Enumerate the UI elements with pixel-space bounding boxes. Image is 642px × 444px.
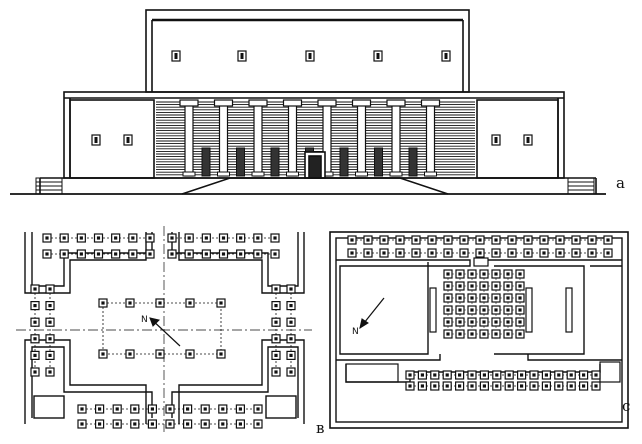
right-wing xyxy=(476,99,559,179)
column-capital xyxy=(213,99,234,107)
entrance-ramp xyxy=(181,177,449,195)
column xyxy=(184,103,194,177)
column-capital xyxy=(386,99,406,107)
window xyxy=(91,134,101,146)
interior-pier xyxy=(270,147,280,177)
pillar-slot xyxy=(565,287,573,333)
corner-room xyxy=(33,395,65,419)
view-label-a: a xyxy=(616,174,625,192)
pillar-slot xyxy=(525,287,533,333)
north-letter: N xyxy=(352,327,359,337)
north-arrow: N xyxy=(352,297,385,337)
corner-room xyxy=(599,361,621,383)
column-plinth xyxy=(389,171,403,177)
window xyxy=(123,134,133,146)
column-capital xyxy=(420,99,441,107)
column-plinth xyxy=(424,171,437,177)
column-capital xyxy=(351,99,372,107)
column xyxy=(425,103,436,177)
wall xyxy=(336,259,471,355)
wall xyxy=(178,232,305,294)
window xyxy=(523,134,533,146)
column xyxy=(287,103,298,177)
left-stair xyxy=(35,177,63,195)
column-capital xyxy=(317,99,337,107)
column-capital xyxy=(248,99,268,107)
column-plinth xyxy=(182,171,196,177)
gate xyxy=(473,257,489,267)
plan-c-drawing: N xyxy=(329,231,629,429)
column-plinth xyxy=(251,171,265,177)
north-arrow: N xyxy=(141,315,181,347)
window xyxy=(171,50,181,62)
wall xyxy=(336,354,441,361)
left-wing xyxy=(69,99,155,179)
interior-pier xyxy=(374,147,383,177)
wall xyxy=(494,265,585,355)
window xyxy=(305,50,315,62)
side-room xyxy=(345,363,399,383)
interior-pier xyxy=(236,147,245,177)
window xyxy=(237,50,247,62)
pillar-slot xyxy=(429,287,437,333)
interior-pier xyxy=(339,147,349,177)
column-plinth xyxy=(217,171,230,177)
elevation-drawing xyxy=(10,9,606,195)
interior-pier xyxy=(201,147,211,177)
column-plinth xyxy=(355,171,368,177)
column xyxy=(218,103,229,177)
column-capital xyxy=(179,99,199,107)
right-stair xyxy=(567,177,595,195)
column-capital xyxy=(282,99,303,107)
view-label-b: в xyxy=(316,419,325,437)
window xyxy=(373,50,383,62)
windows xyxy=(91,50,533,146)
interior-pier xyxy=(408,147,418,177)
column-plinth xyxy=(286,171,299,177)
wall xyxy=(527,354,622,361)
view-label-c: c xyxy=(622,397,631,415)
column xyxy=(391,103,401,177)
window xyxy=(491,134,501,146)
wall xyxy=(171,346,299,418)
window xyxy=(441,50,451,62)
plan-b-drawing: N xyxy=(16,226,312,432)
column xyxy=(253,103,263,177)
outer-wall xyxy=(329,231,629,429)
corner-room xyxy=(265,395,297,419)
north-letter: N xyxy=(141,315,148,325)
column xyxy=(356,103,367,177)
